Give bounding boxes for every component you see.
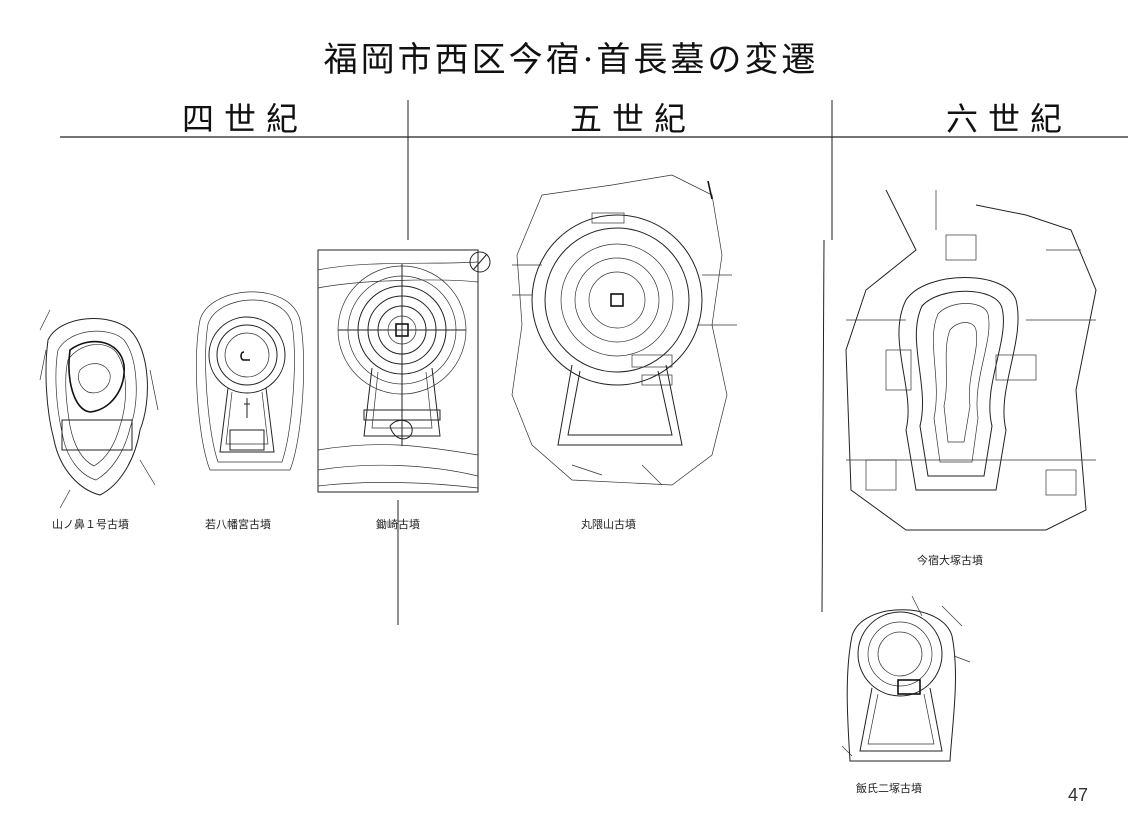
plan-iiujiniizuka bbox=[841, 595, 971, 762]
caption-imajukuotsuka: 今宿大塚古墳 bbox=[917, 554, 983, 567]
page-title: 福岡市西区今宿·首長墓の変遷 bbox=[323, 40, 819, 80]
page-number: 47 bbox=[1068, 785, 1089, 805]
caption-wakahachiman: 若八幡宮古墳 bbox=[205, 518, 271, 531]
header-fifth-century: 五世紀 bbox=[570, 100, 697, 138]
caption-suzumezaki: 鋤崎古墳 bbox=[376, 518, 420, 531]
plan-wakahachiman bbox=[196, 291, 304, 471]
plan-marukumayama bbox=[511, 174, 737, 486]
plan-imajukuotsuka bbox=[845, 189, 1097, 531]
caption-marukumayama: 丸隈山古墳 bbox=[581, 518, 636, 531]
divider-5-6-lower bbox=[821, 239, 825, 613]
plan-suzumezaki bbox=[317, 249, 491, 493]
plan-yamanohana bbox=[39, 309, 159, 509]
header-fourth-century: 四世紀 bbox=[182, 100, 309, 138]
header-sixth-century: 六世紀 bbox=[946, 100, 1073, 138]
caption-yamanohana: 山ノ鼻１号古墳 bbox=[52, 518, 129, 531]
caption-iiujiniizuka: 飯氏二塚古墳 bbox=[856, 782, 922, 795]
